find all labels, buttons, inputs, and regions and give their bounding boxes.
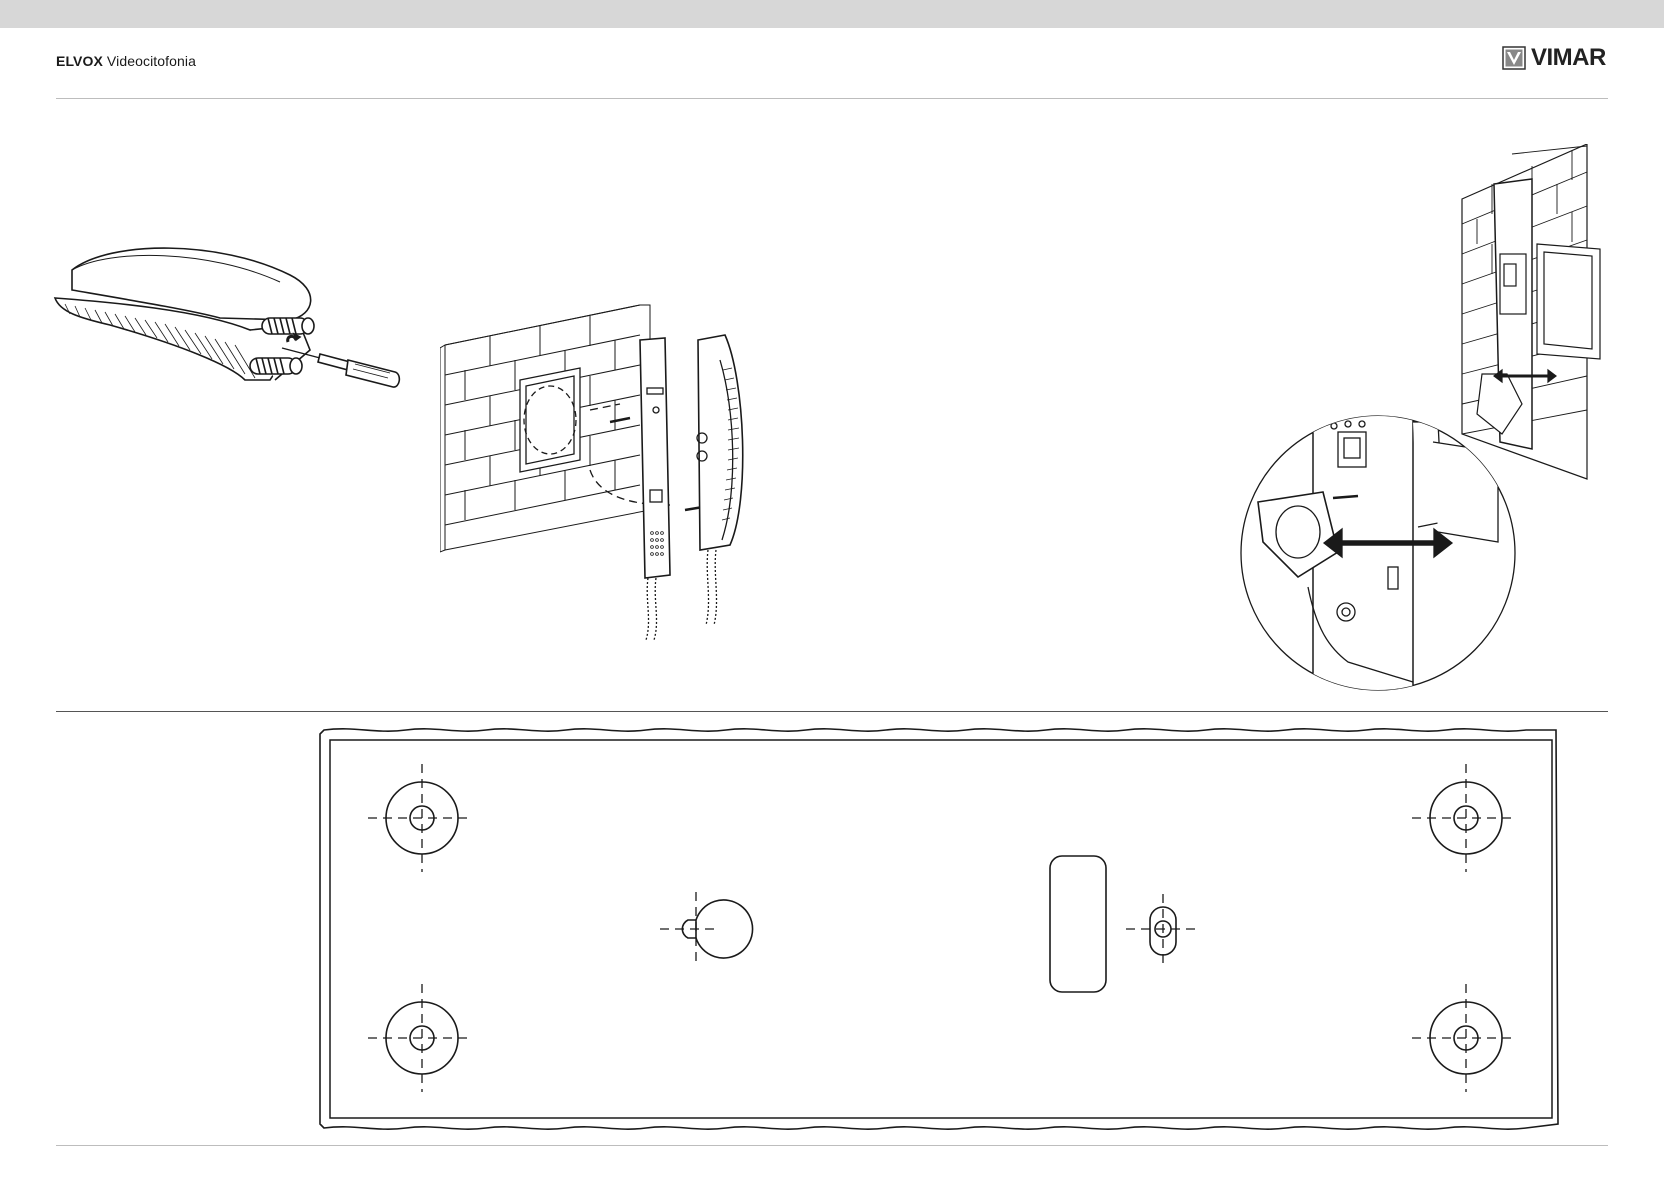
product-line: Videocitofonia xyxy=(107,53,196,69)
footer-divider xyxy=(56,1145,1608,1146)
drilling-template xyxy=(316,724,1564,1136)
brand-name: ELVOX xyxy=(56,53,103,69)
detail-magnifier-illustration xyxy=(1238,412,1518,694)
logo-text: VIMAR xyxy=(1531,46,1606,70)
cable-opening xyxy=(1050,856,1106,992)
mounting-hole-bottom-right xyxy=(1412,984,1516,1092)
handset-screwdriver-illustration xyxy=(50,230,410,460)
vimar-logo: VIMAR xyxy=(1502,45,1606,71)
wall-mount-exploded-illustration xyxy=(440,300,780,645)
top-bar xyxy=(0,0,1664,28)
section-divider xyxy=(56,711,1608,712)
mounting-hole-bottom-left xyxy=(368,984,472,1092)
header-divider xyxy=(56,98,1608,99)
vimar-logo-icon xyxy=(1502,46,1526,70)
slotted-hole xyxy=(1126,894,1200,964)
mounting-hole-top-left xyxy=(368,764,472,872)
keyhole-slot xyxy=(660,892,753,966)
mounting-hole-top-right xyxy=(1412,764,1516,872)
page-header: ELVOX Videocitofonia xyxy=(56,53,196,69)
